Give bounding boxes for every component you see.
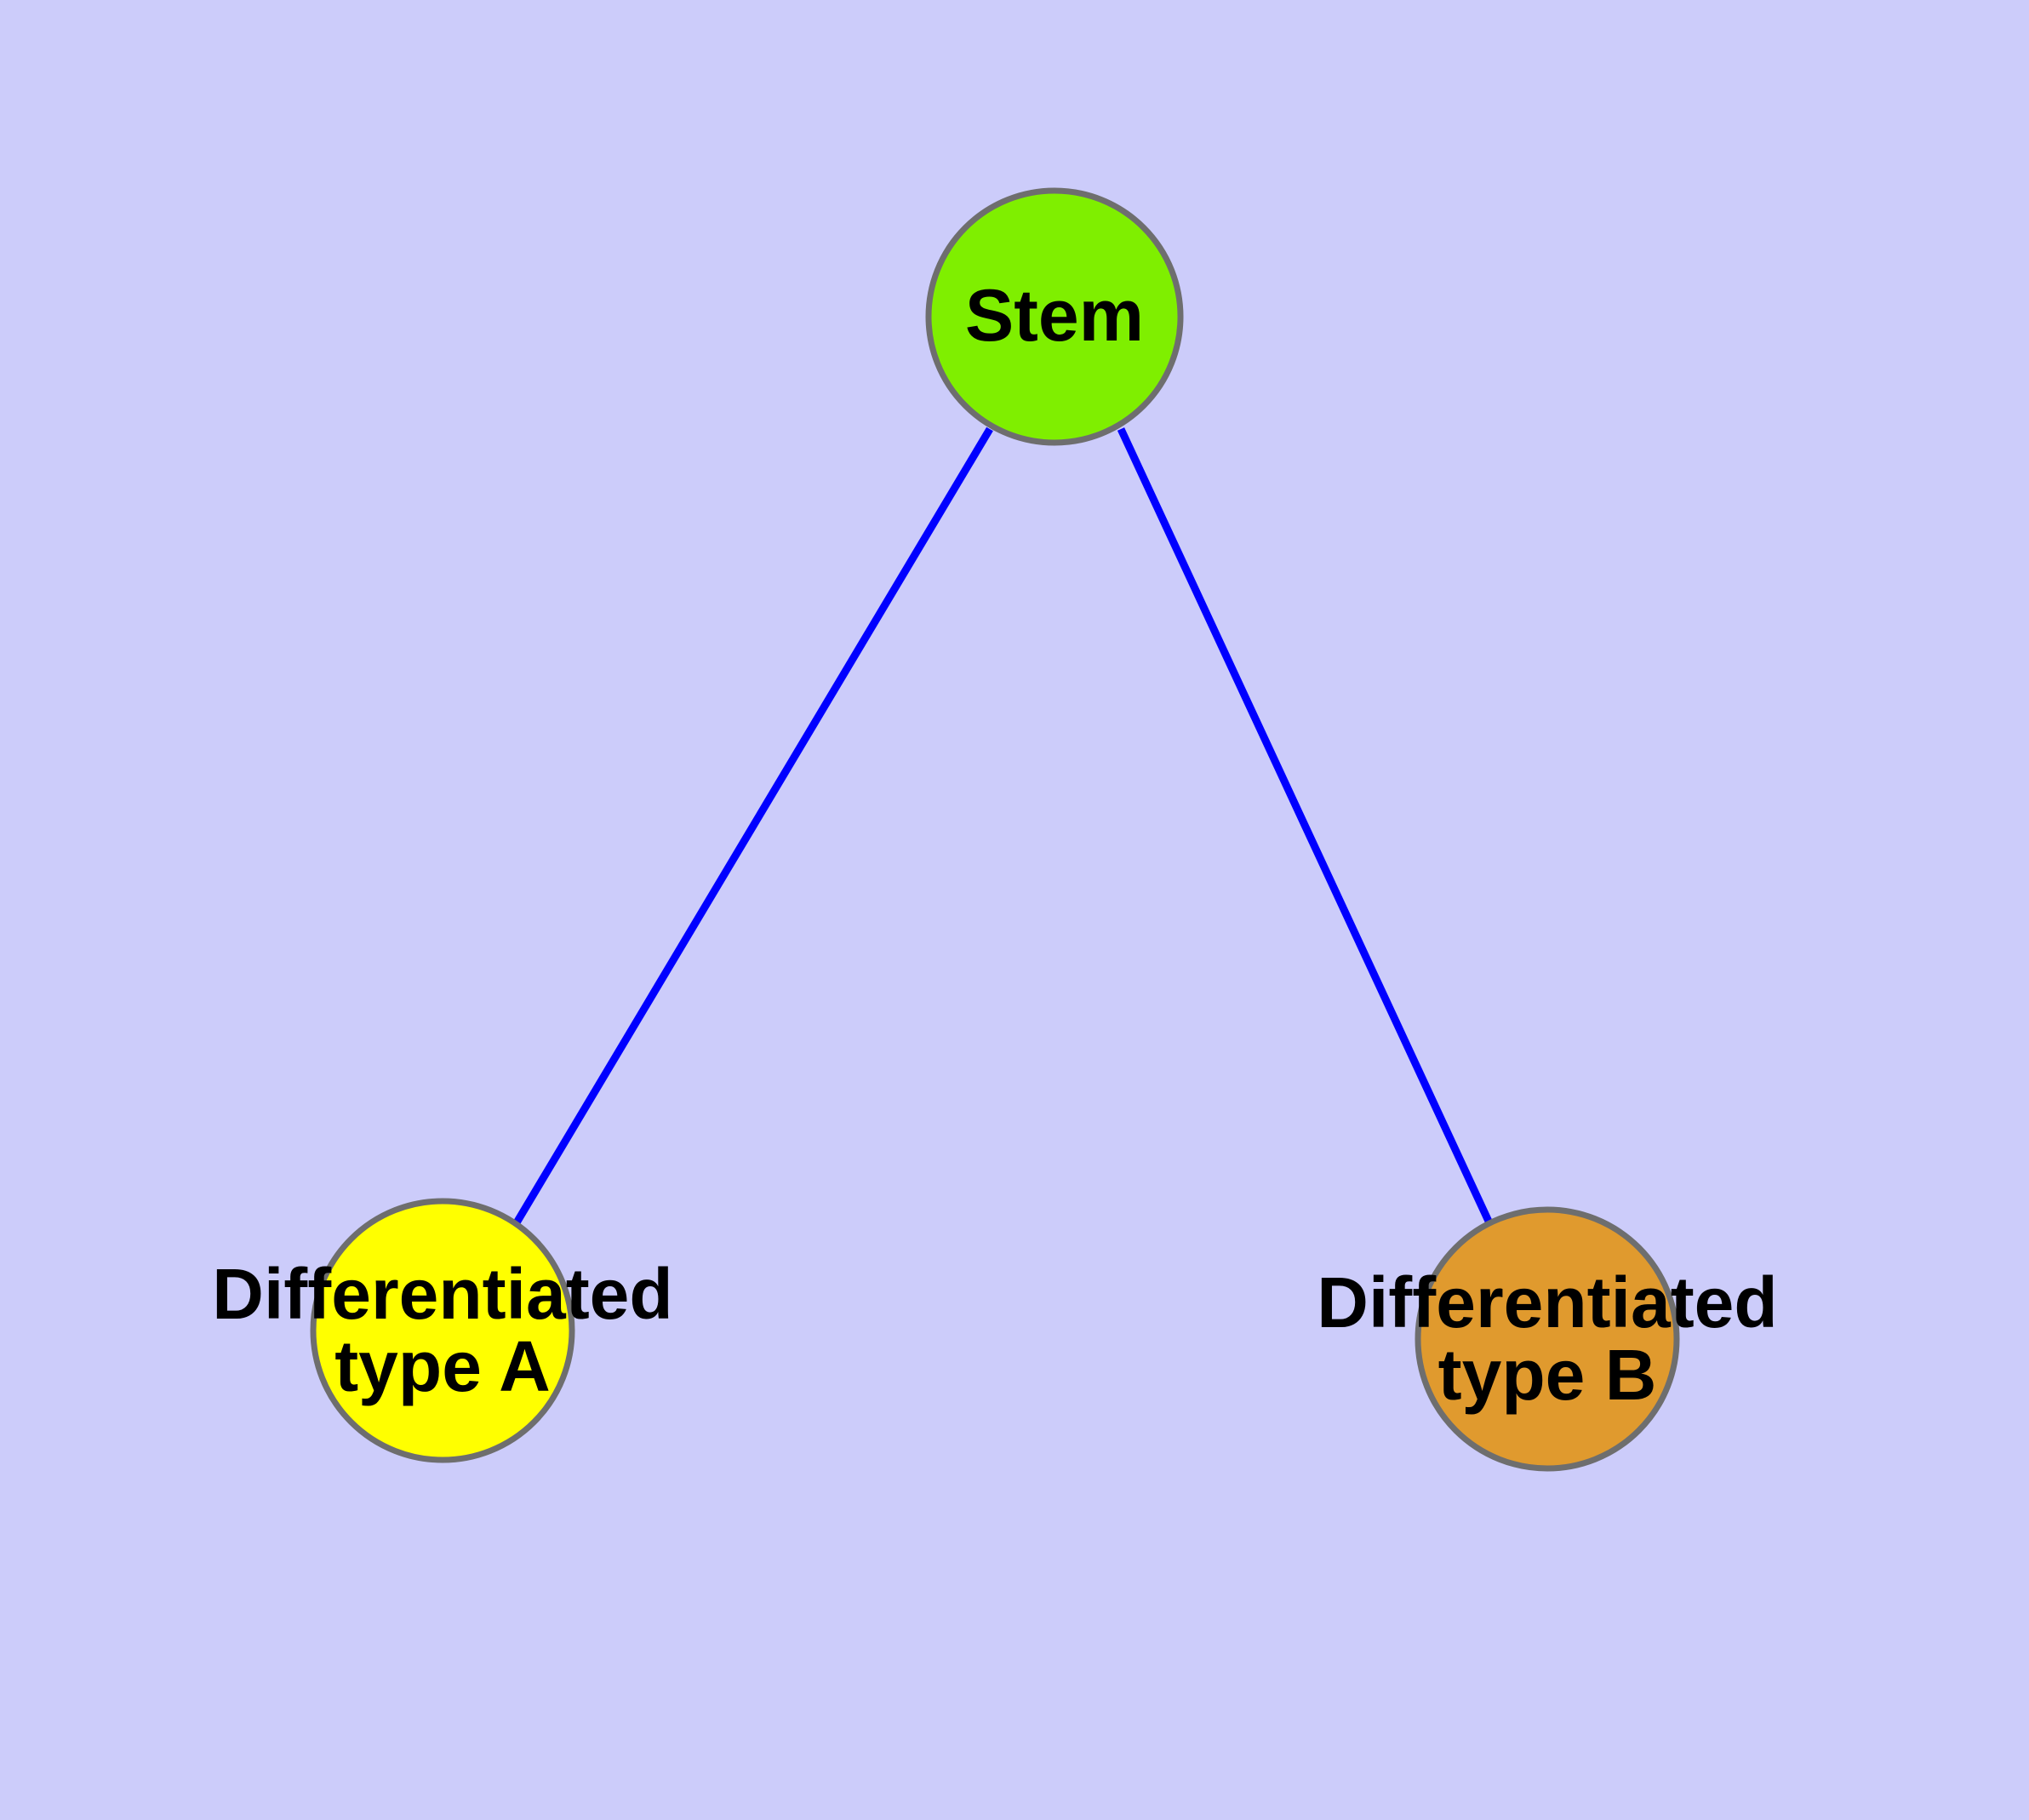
edge-stem-to-type-a [512, 426, 993, 1227]
node-stem[interactable] [925, 187, 1184, 446]
node-differentiated-type-b[interactable] [1415, 1206, 1680, 1472]
edge-stem-to-type-b [1117, 427, 1495, 1228]
node-differentiated-type-a[interactable] [310, 1198, 575, 1463]
